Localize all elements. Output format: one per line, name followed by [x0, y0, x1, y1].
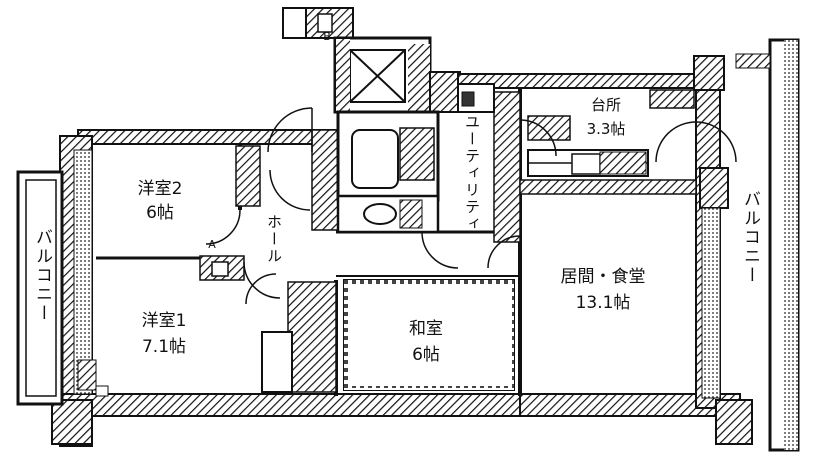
bath-area — [336, 83, 495, 234]
kitchen-size: 3.3帖 — [586, 120, 626, 138]
balcony-left-label: バルコニー — [32, 228, 52, 323]
japanese-room-size: 6帖 — [412, 345, 440, 365]
western-room-2-size: 6帖 — [146, 203, 174, 223]
japanese-room-name: 和室 — [409, 319, 443, 339]
western-room-1-size: 7.1帖 — [141, 337, 187, 357]
utility-label: ユーティリティ — [463, 114, 481, 233]
kitchen-fixtures — [527, 89, 695, 177]
door-arcs — [205, 107, 737, 305]
western-room-1-name: 洋室1 — [141, 311, 187, 331]
entrance-block — [282, 7, 461, 114]
western-room-2-name: 洋室2 — [137, 179, 183, 199]
balcony-left — [16, 149, 93, 406]
balcony-right — [701, 38, 800, 452]
balcony-right-label: バルコニー — [740, 190, 760, 285]
hall-label: ホール — [265, 214, 283, 265]
closet-b-label: B — [323, 30, 331, 43]
interior-walls — [96, 88, 697, 396]
living-dining-name: 居間・食堂 — [560, 267, 646, 287]
japanese-room-tatami — [343, 279, 515, 391]
closet-a-label: A — [208, 238, 216, 251]
living-dining-size: 13.1帖 — [575, 293, 631, 313]
misc-fixtures — [77, 261, 229, 397]
kitchen-name: 台所 — [590, 96, 621, 114]
